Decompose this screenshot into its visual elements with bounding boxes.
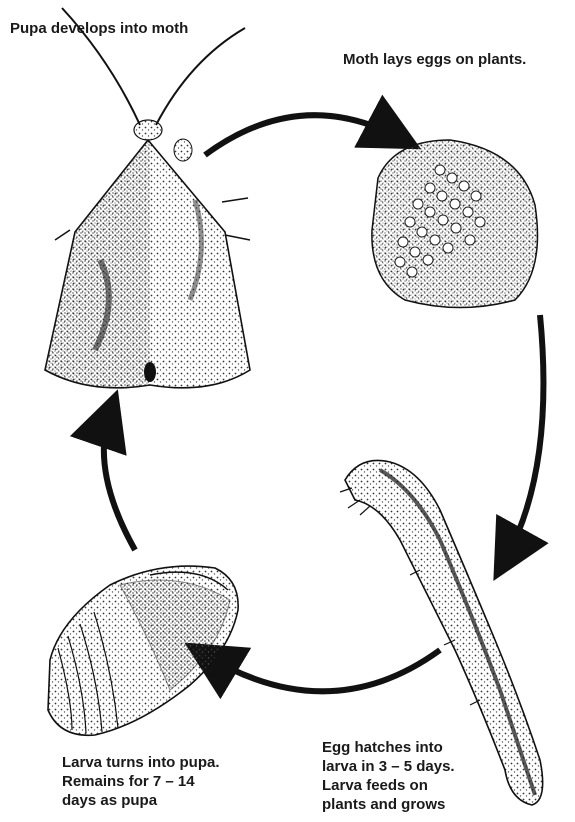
arrow-moth-to-eggs: [205, 115, 400, 155]
arrow-larva-to-pupa: [205, 650, 440, 691]
arrow-pupa-to-moth: [104, 412, 135, 550]
arrow-eggs-to-larva: [505, 315, 543, 560]
egg-mass-illustration: [372, 140, 538, 308]
larva-illustration: [340, 460, 543, 805]
moth-illustration: [45, 8, 250, 388]
pupa-illustration: [48, 566, 238, 735]
